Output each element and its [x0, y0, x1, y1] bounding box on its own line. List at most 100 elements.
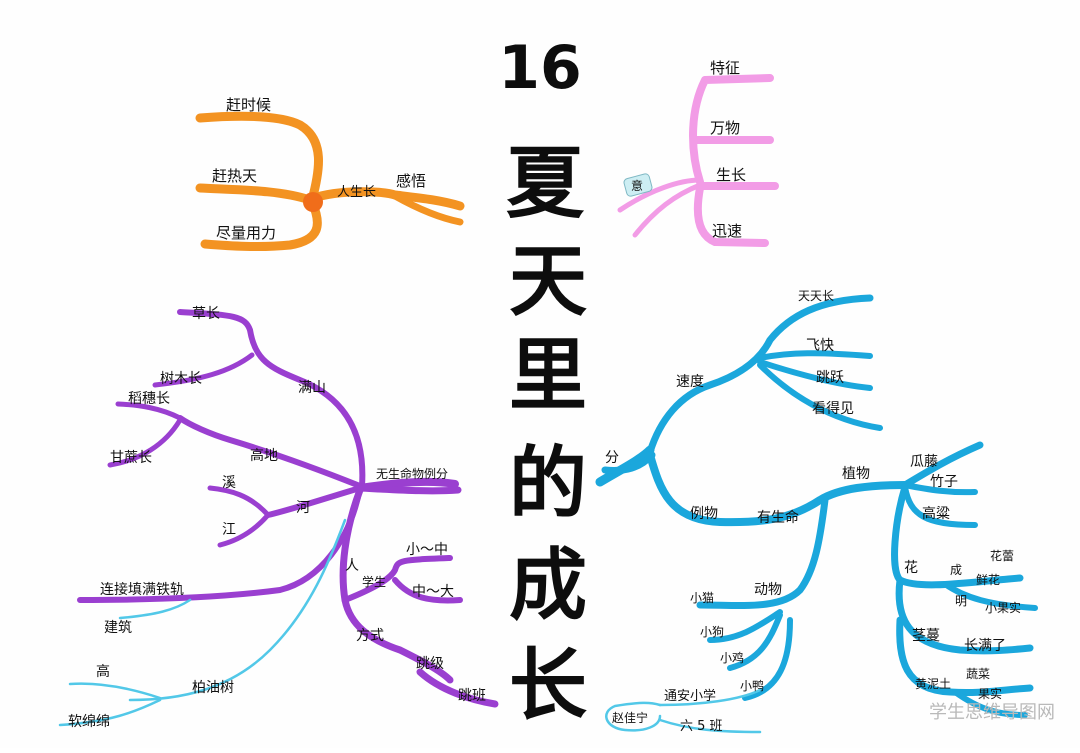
label-shu-mu-zhang: 树木长 — [160, 371, 202, 387]
cyan-edge-bai-you — [128, 518, 347, 702]
purple-edge-jiang — [217, 512, 271, 548]
orange-node — [303, 192, 323, 212]
blue-edge-tiao-yue — [757, 359, 873, 391]
orange-edge-jin-liang — [200, 197, 322, 252]
blue-edge-kan-de-jian — [757, 362, 883, 431]
blue-edge-jing-man — [895, 576, 1034, 655]
label-tian-man-tie-gui: 连接填满铁轨 — [100, 581, 184, 598]
title-group: 16 夏 天 里 的 成 长 — [498, 33, 587, 731]
label-gao: 高 — [96, 663, 110, 680]
label-cao-zhang: 草长 — [192, 306, 220, 322]
title-char-1: 夏 — [506, 139, 585, 229]
label-tiao-ji: 跳级 — [416, 656, 444, 672]
label-li-wu: 例物 — [690, 506, 718, 522]
blue-edge-xiao-gou — [707, 609, 783, 643]
label-sheng-zhang: 生长 — [716, 166, 746, 184]
label-jin-liang-yong-li: 尽量用力 — [216, 224, 276, 242]
label-gan-re-tian: 赶热天 — [212, 167, 257, 185]
label-school: 通安小学 — [664, 688, 716, 704]
blue-edge-school — [658, 688, 762, 707]
label-kan-de-jian: 看得见 — [812, 400, 854, 417]
purple-edge-shu-mu — [152, 352, 255, 388]
label-shu-cai: 蔬菜 — [966, 667, 990, 681]
label-chang-man-le: 长满了 — [964, 638, 1006, 654]
label-ruan-mian-mian: 软绵绵 — [68, 713, 110, 730]
label-bai-you-shu: 柏油树 — [192, 680, 234, 696]
purple-edge-gao-di — [177, 415, 363, 489]
label-gan-shi-hou: 赶时候 — [226, 96, 271, 114]
label-xiao-mao: 小猫 — [690, 591, 714, 605]
label-xiang: 成 — [950, 563, 962, 577]
cyan-edge-gao — [68, 682, 162, 700]
label-ren-sheng-zhang: 人生长 — [337, 185, 376, 200]
blue-edge-zhi-wu — [646, 451, 909, 527]
pink-trunk-1 — [617, 177, 703, 213]
pink-edge-xun-su — [693, 184, 769, 247]
orange-trunk-split — [391, 192, 464, 226]
title-char-2: 天 — [509, 237, 587, 327]
purple-edge-right-2 — [356, 484, 462, 495]
blue-edge-gua-teng — [901, 441, 984, 489]
title-char-4: 的 — [509, 439, 587, 529]
label-xiao-gou: 小狗 — [700, 625, 724, 639]
blue-edge-xiao-ya — [742, 617, 793, 701]
label-tiao-yue: 跳跃 — [816, 370, 844, 386]
label-zhong-da: 中～大 — [412, 584, 454, 600]
purple-edge-xi — [207, 485, 271, 518]
label-wan-wu: 万物 — [710, 119, 740, 137]
label-ye: 意 — [631, 178, 643, 193]
label-su-du: 速度 — [676, 374, 704, 390]
orange-edge-gan-re-tian — [195, 183, 315, 205]
orange-branch — [195, 111, 465, 252]
label-xiao-ji: 小鸡 — [720, 650, 744, 665]
label-hua-lei: 花蕾 — [990, 548, 1014, 563]
label-tian-tian-zhang: 天天长 — [798, 289, 834, 303]
label-xun-su: 迅速 — [712, 222, 742, 240]
purple-edge-man-shan — [177, 309, 366, 489]
blue-edge-gao-liang — [902, 484, 978, 528]
purple-edge-gan-zhe — [107, 417, 183, 468]
title-char-6: 长 — [509, 641, 587, 731]
orange-edge-gan-shi-hou — [195, 111, 323, 205]
purple-edge-tiao-ban — [416, 668, 499, 708]
orange-trunk — [305, 187, 465, 211]
orange-labels: 赶时候 赶热天 尽量用力 人生长 感悟 — [212, 96, 426, 242]
label-ren: 人 — [345, 558, 359, 574]
purple-labels: 草长 树木长 满山 稻穗长 甘蔗长 高地 溪 河 江 无生命物例分 人 小～中 … — [68, 306, 486, 730]
label-author-name: 赵佳宁 — [612, 710, 648, 725]
cyan-edge-jian-zhu — [118, 598, 192, 620]
blue-edge-guo-shi — [952, 689, 1028, 718]
pink-labels: 意 特征 万物 生长 迅速 — [631, 59, 746, 240]
label-man-shan: 满山 — [298, 380, 326, 396]
blue-name-loop — [605, 701, 662, 732]
blue-edge-tian-tian — [646, 294, 874, 456]
label-jiang: 江 — [222, 522, 236, 538]
purple-edge-xiao-zhong — [342, 555, 453, 603]
blue-edge-class — [658, 718, 762, 734]
watermark-text: 学生思维导图网 — [929, 702, 1055, 723]
label-jian-zhu: 建筑 — [104, 620, 132, 636]
label-xue-sheng: 学生 — [362, 574, 386, 589]
label-class: 六 5 班 — [680, 719, 723, 734]
label-dao-sui-zhang: 稻穗长 — [128, 391, 170, 407]
blue-edge-huang-ni — [896, 616, 1034, 697]
purple-edge-dao-sui — [115, 401, 183, 421]
purple-edge-zhong-da — [392, 577, 463, 604]
label-you-sheng-ming: 有生命 — [757, 509, 799, 526]
title-char-3: 里 — [509, 331, 587, 421]
label-xi: 溪 — [222, 475, 236, 491]
blue-labels: 分 速度 天天长 飞快 跳跃 看得见 例物 有生命 植物 瓜藤 竹子 高粱 花 … — [605, 289, 1021, 734]
label-tiao-ban: 跳班 — [458, 688, 486, 704]
purple-edge-tiao-ji — [341, 596, 454, 684]
label-guo-shi: 果实 — [978, 686, 1002, 701]
blue-edge-xiao-ji — [727, 612, 783, 671]
label-te-zheng: 特征 — [710, 59, 740, 77]
blue-edge-xiao-guo-shi — [942, 581, 1038, 611]
label-fen: 分 — [605, 450, 619, 466]
label-xiao-ya: 小鸭 — [740, 679, 764, 693]
label-zhu-zi: 竹子 — [930, 474, 958, 490]
pink-trunk-2 — [632, 182, 703, 238]
label-fang-shi: 方式 — [356, 628, 384, 644]
